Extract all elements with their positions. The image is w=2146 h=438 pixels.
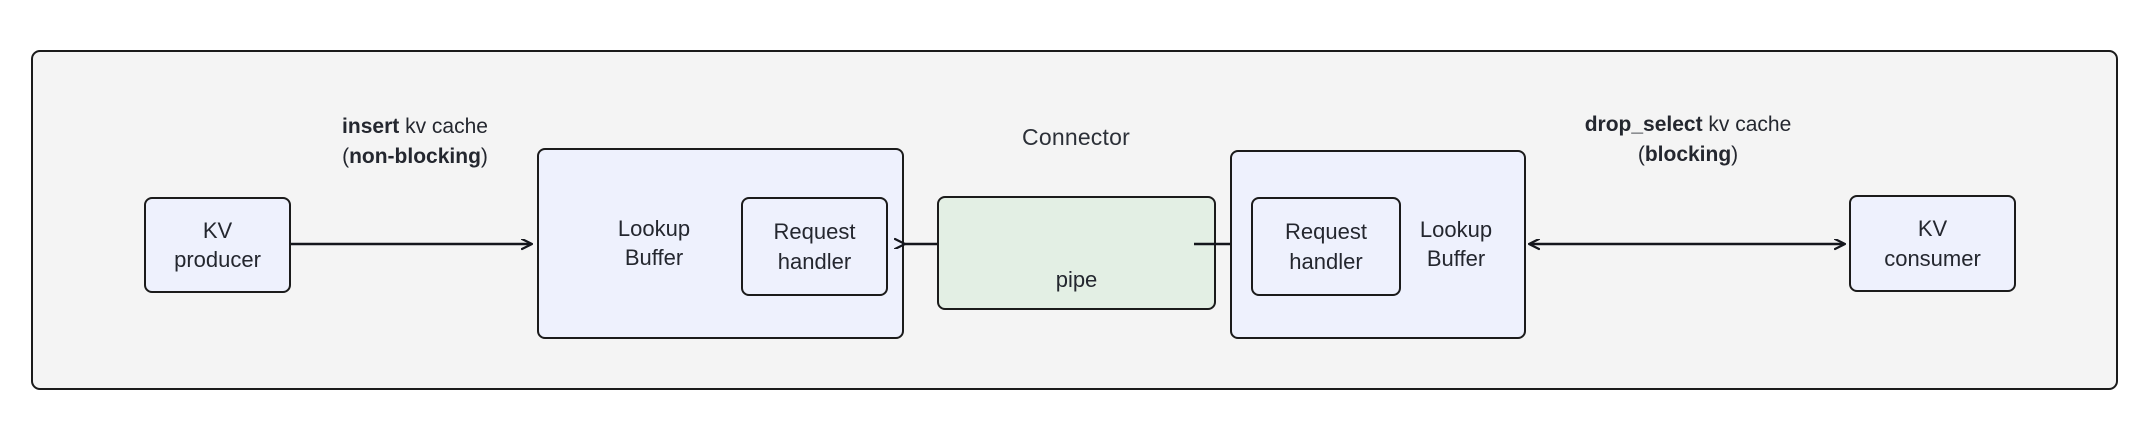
node-lookup-buffer-right[interactable]: Request handler Lookup Buffer — [1230, 150, 1526, 339]
node-kv-consumer-label: KV consumer — [1884, 216, 1981, 271]
node-request-handler-right[interactable]: Request handler — [1251, 197, 1401, 296]
edge-label-drop-select-line2: (blocking) — [1527, 140, 1849, 170]
edge-label-insert-suffix: kv cache — [399, 115, 488, 138]
edge-label-drop-select-keyword: drop_select — [1584, 113, 1703, 136]
edge-label-insert-paren-open: ( — [342, 144, 350, 168]
node-kv-producer[interactable]: KV producer — [144, 197, 291, 293]
node-pipe-label: pipe — [1055, 266, 1098, 292]
node-kv-consumer[interactable]: KV consumer — [1849, 195, 2016, 292]
node-lookup-buffer-left[interactable]: Lookup Buffer Request handler — [537, 148, 904, 339]
edge-label-drop-select: drop_select kv cache (blocking) — [1527, 110, 1849, 170]
node-request-handler-left[interactable]: Request handler — [741, 197, 888, 296]
edge-label-drop-select-paren-open: ( — [1637, 142, 1645, 166]
edge-label-insert-mode: non-blocking — [349, 144, 481, 168]
edge-label-insert-line1: insert kv cache — [285, 112, 545, 142]
edge-label-drop-select-suffix: kv cache — [1702, 113, 1792, 136]
edge-label-drop-select-mode: blocking — [1644, 142, 1732, 166]
edge-label-insert: insert kv cache (non-blocking) — [285, 112, 545, 172]
node-kv-producer-label: KV producer — [174, 217, 261, 272]
edge-label-drop-select-paren-close: ) — [1731, 142, 1739, 166]
edge-label-insert-keyword: insert — [342, 115, 400, 138]
node-lookup-buffer-right-label: Lookup Buffer — [1419, 217, 1493, 272]
node-lookup-buffer-left-label: Lookup Buffer — [617, 216, 691, 271]
edge-label-insert-line2: (non-blocking) — [285, 142, 545, 172]
edge-label-drop-select-line1: drop_select kv cache — [1527, 110, 1849, 140]
edge-label-insert-paren-close: ) — [480, 144, 488, 168]
connector-title: Connector — [1022, 124, 1130, 150]
node-pipe[interactable]: pipe — [937, 196, 1216, 310]
